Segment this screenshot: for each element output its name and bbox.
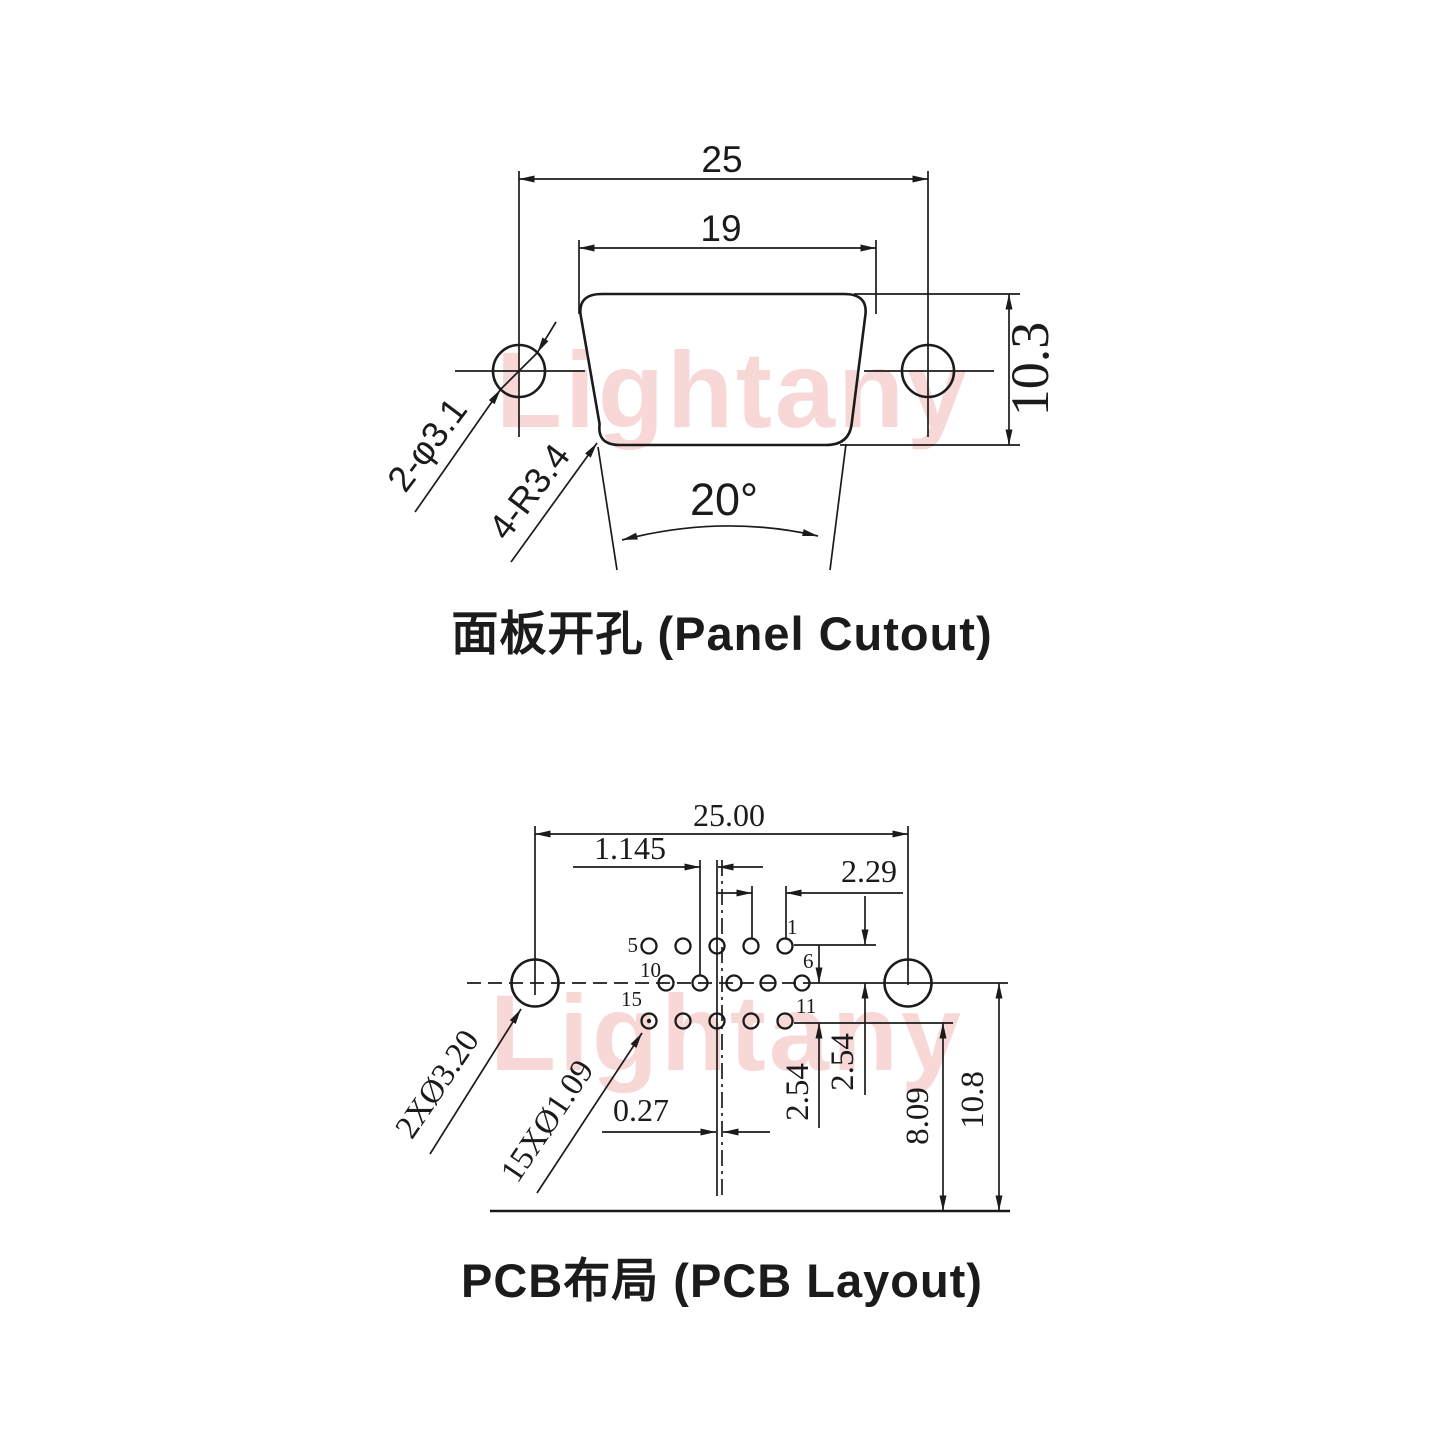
pcb-dim-8-09: 8.09 xyxy=(900,1023,947,1211)
watermark-top: Lightany xyxy=(496,329,970,450)
pcb-dim-2-29: 2.29 xyxy=(716,853,903,939)
pcb-pin-holes xyxy=(640,937,811,1030)
panel-cutout-outline xyxy=(579,292,867,447)
pcb-dim-10-8: 10.8 xyxy=(955,983,1003,1211)
pcb-dim-10-8-label: 10.8 xyxy=(955,1071,991,1129)
watermark-bottom: Lightany xyxy=(490,972,964,1093)
panel-mount-hole-right xyxy=(864,343,994,399)
panel-dim-20deg: 20° xyxy=(597,443,847,571)
panel-dim-radius-leader: 4-R3.4 xyxy=(480,436,598,563)
panel-cutout-title: 面板开孔 (Panel Cutout) xyxy=(451,607,992,660)
pcb-mount-hole-right xyxy=(883,958,933,1008)
pcb-dim-25-00: 25.00 xyxy=(534,797,909,995)
panel-dim-25-label: 25 xyxy=(701,139,742,180)
panel-dim-19-label: 19 xyxy=(700,208,741,249)
pin-label-1: 1 xyxy=(787,915,798,939)
panel-dim-25: 25 xyxy=(518,139,929,437)
panel-dim-19: 19 xyxy=(578,208,877,314)
panel-dim-10-3-label: 10.3 xyxy=(1000,322,1060,417)
panel-dim-radius-label: 4-R3.4 xyxy=(480,436,578,547)
pin-label-10: 10 xyxy=(640,958,661,982)
pcb-mount-hole-left xyxy=(510,958,560,1008)
pcb-dim-8-09-label: 8.09 xyxy=(900,1087,936,1145)
pin-label-6: 6 xyxy=(803,949,814,973)
pcb-layout-drawing: Lightany 25.00 1.145 2.29 xyxy=(389,797,1010,1307)
panel-dim-holes-label: 2-φ3.1 xyxy=(379,390,475,499)
pcb-layout-title: PCB布局 (PCB Layout) xyxy=(461,1254,983,1307)
panel-dim-20deg-label: 20° xyxy=(690,474,758,525)
pcb-dim-0-27-label: 0.27 xyxy=(613,1092,669,1128)
pcb-dim-2-54-upper: 2.54 xyxy=(825,896,869,1095)
pcb-dim-2-29-label: 2.29 xyxy=(841,853,897,889)
pcb-dim-0-27: 0.27 xyxy=(602,1092,770,1136)
pin-label-11: 11 xyxy=(796,994,816,1018)
pin-15-center-dot xyxy=(646,1018,652,1024)
pcb-dim-25-00-label: 25.00 xyxy=(693,797,765,833)
pcb-dim-2-54-lower: 2.54 xyxy=(780,945,823,1128)
pcb-dim-1-145: 1.145 xyxy=(573,830,763,871)
pin-label-15: 15 xyxy=(621,987,642,1011)
pcb-dim-2-54-lower-label: 2.54 xyxy=(780,1063,816,1121)
pcb-pin-number-labels: 5 10 15 1 6 11 xyxy=(621,915,816,1018)
pcb-dim-1-145-label: 1.145 xyxy=(594,830,666,866)
pcb-dim-2-54-upper-label: 2.54 xyxy=(825,1033,861,1091)
pin-label-5: 5 xyxy=(628,933,639,957)
panel-cutout-drawing: Lightany 25 19 xyxy=(379,139,1060,660)
panel-dim-10-3: 10.3 xyxy=(840,293,1060,446)
pcb-dim-mount-hole-label: 2XØ3.20 xyxy=(389,1024,487,1145)
